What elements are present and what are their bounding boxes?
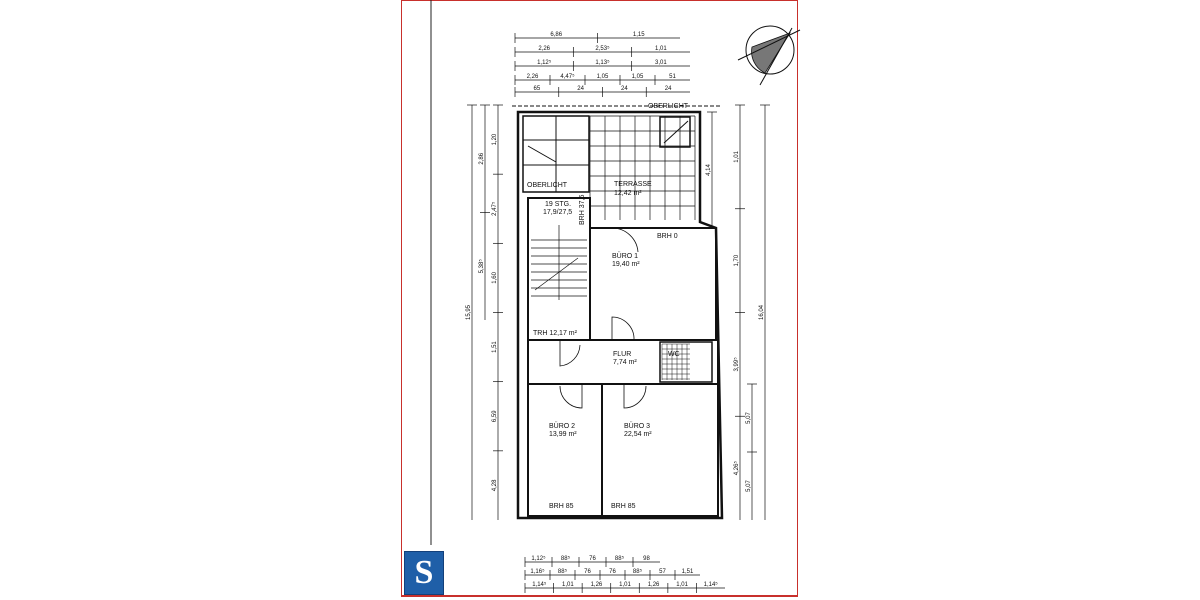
right-dimension-value: 3,99⁵ <box>733 357 740 372</box>
bottom-dimension-value: 1,26 <box>591 582 603 588</box>
left-dimension-value: 4,28 <box>492 479 498 491</box>
top-dimension-value: 24 <box>665 86 672 92</box>
right-dimension-value: 1,01 <box>734 150 740 162</box>
top-dimension-value: 1,12⁵ <box>537 59 552 66</box>
stair-steps: 19 STG. <box>545 201 571 208</box>
terrace-name: TERRASSE <box>614 181 652 188</box>
oberlicht-top-label: OBERLICHT <box>648 103 689 110</box>
top-dimension-value: 24 <box>621 86 628 92</box>
bottom-dimension-value: 98 <box>643 556 650 562</box>
buero3-brh: BRH 85 <box>611 503 636 510</box>
left-dimension-value: 1,51 <box>492 341 498 353</box>
flur-area: 7,74 m² <box>613 359 637 366</box>
buero2-brh: BRH 85 <box>549 503 574 510</box>
bottom-dimension-value: 76 <box>609 569 616 575</box>
wc-label: WC <box>668 351 680 358</box>
top-dimension-value: 2,53⁵ <box>595 45 610 52</box>
bottom-dimension-value: 1,14⁵ <box>532 581 547 588</box>
top-dimension-value: 4,47⁵ <box>560 73 575 80</box>
bottom-dimension-value: 1,51 <box>682 569 694 575</box>
top-dimension-value: 3,01 <box>655 60 667 66</box>
bottom-dimension-value: 1,14⁵ <box>704 581 719 588</box>
left-dimension-value: 2,47⁵ <box>491 201 498 216</box>
top-dimension-value: 2,26 <box>527 74 539 80</box>
buero2-name: BÜRO 2 <box>549 422 575 430</box>
walls <box>512 105 724 520</box>
right-dimension-value: 5,07 <box>746 412 752 424</box>
right-dimension-value: 4,14 <box>706 164 712 176</box>
buero1-name: BÜRO 1 <box>612 252 638 260</box>
buero3-area: 22,54 m² <box>624 431 652 438</box>
bottom-dimension-value: 57 <box>659 569 666 575</box>
left-dimension-value: 1,20 <box>492 133 498 145</box>
top-dimension-value: 6,86 <box>550 32 562 38</box>
left-dimension-value: 2,86 <box>479 152 485 164</box>
top-dimension-value: 1,05 <box>597 74 609 80</box>
buero1-area: 19,40 m² <box>612 261 640 268</box>
buero2-area: 13,99 m² <box>549 431 577 438</box>
stair-brh: BRH 37,5 <box>579 195 586 225</box>
left-dimension-value: 5,38⁵ <box>478 259 485 274</box>
top-dimension-value: 1,01 <box>655 46 667 52</box>
left-dimension-value: 15,95 <box>466 304 472 320</box>
trh-label: TRH 12,17 m² <box>533 330 578 337</box>
right-dimension-value: 1,70 <box>734 254 740 266</box>
stair-ratio: 17,9/27,5 <box>543 209 572 216</box>
bottom-dimension-value: 1,12⁵ <box>531 555 546 562</box>
flur-name: FLUR <box>613 351 631 358</box>
bottom-dimension-value: 76 <box>589 556 596 562</box>
top-dimension-value: 24 <box>577 86 584 92</box>
bottom-dimension-value: 1,01 <box>619 582 631 588</box>
wc-tiles <box>661 343 690 380</box>
bottom-dimension-value: 88⁵ <box>633 568 643 575</box>
terrace-tiles <box>589 115 696 220</box>
bottom-dimension-value: 76 <box>584 569 591 575</box>
bottom-dimension-value: 88⁵ <box>558 568 568 575</box>
dimension-lines: 6,86 1,15 2,26 2,53⁵ 1,01 1,12⁵ 1,13⁵ 3,01 2,26 4… <box>466 32 770 593</box>
right-dimension-value: 4,26⁵ <box>733 461 740 476</box>
top-dimension-value: 1,15 <box>633 32 645 38</box>
top-dimension-value: 1,13⁵ <box>595 59 610 66</box>
left-dimension-value: 1,60 <box>492 271 498 283</box>
stair-treads <box>531 225 587 300</box>
right-dimension-value: 16,04 <box>759 304 765 320</box>
bottom-dimension-value: 88⁵ <box>615 555 625 562</box>
buero3-name: BÜRO 3 <box>624 422 650 430</box>
bottom-dimension-value: 1,01 <box>562 582 574 588</box>
oberlicht-label: OBERLICHT <box>527 182 568 189</box>
buero1-brh: BRH 0 <box>657 233 678 240</box>
terrace-area: 12,42 m² <box>614 190 642 197</box>
bottom-dimension-value: 1,26 <box>648 582 660 588</box>
top-dimension-value: 1,05 <box>632 74 644 80</box>
right-dimension-value: 5,07 <box>746 480 752 492</box>
bottom-dimension-value: 1,01 <box>676 582 688 588</box>
bottom-dimension-value: 88⁵ <box>561 555 571 562</box>
bottom-dimension-value: 1,16⁵ <box>530 568 545 575</box>
page-frame <box>401 0 798 597</box>
top-dimension-value: 2,26 <box>538 46 550 52</box>
top-dimension-value: 51 <box>669 74 676 80</box>
north-arrow-icon <box>737 25 801 86</box>
top-dimension-value: 65 <box>534 86 541 92</box>
company-logo: S <box>404 551 444 595</box>
left-dimension-value: 6,59 <box>492 410 498 422</box>
